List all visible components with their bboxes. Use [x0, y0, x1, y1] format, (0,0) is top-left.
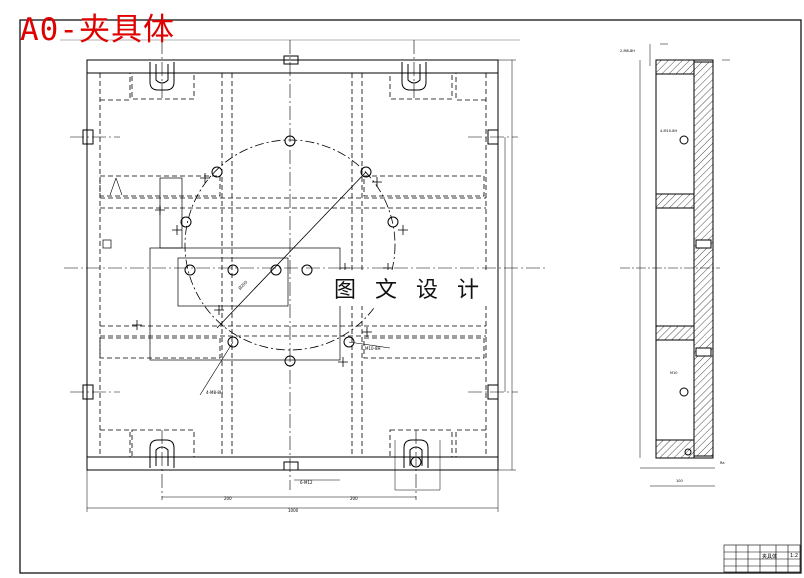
- plan-view: [82, 55, 499, 471]
- drawing-title: A0-夹具体: [20, 12, 175, 48]
- svg-text:200: 200: [350, 496, 358, 501]
- svg-text:Ø200: Ø200: [237, 279, 248, 290]
- svg-text:4-M10-8H: 4-M10-8H: [660, 129, 677, 133]
- watermark-text: 图 文 设 计: [326, 270, 493, 306]
- svg-text:1000: 1000: [288, 508, 299, 513]
- svg-text:M10: M10: [670, 371, 677, 375]
- section-hatch-main: [693, 61, 714, 457]
- svg-text:Ra: Ra: [720, 461, 725, 465]
- svg-text:100: 100: [676, 479, 683, 483]
- svg-text:4-M8-8H: 4-M8-8H: [206, 390, 223, 395]
- svg-text:M10-8H: M10-8H: [365, 346, 381, 351]
- plate-outline: [86, 59, 499, 471]
- svg-text:6-M12: 6-M12: [300, 480, 313, 485]
- section-view: [620, 43, 730, 487]
- title-block: [723, 544, 801, 573]
- svg-text:2-M8-8H: 2-M8-8H: [620, 49, 635, 53]
- drawing-border: [19, 19, 802, 574]
- dimensions: [60, 39, 520, 512]
- title-block-scale: 1:2: [790, 553, 799, 559]
- svg-text:200: 200: [224, 496, 232, 501]
- centerlines: [64, 40, 548, 500]
- title-block-name: 夹具体: [762, 554, 778, 560]
